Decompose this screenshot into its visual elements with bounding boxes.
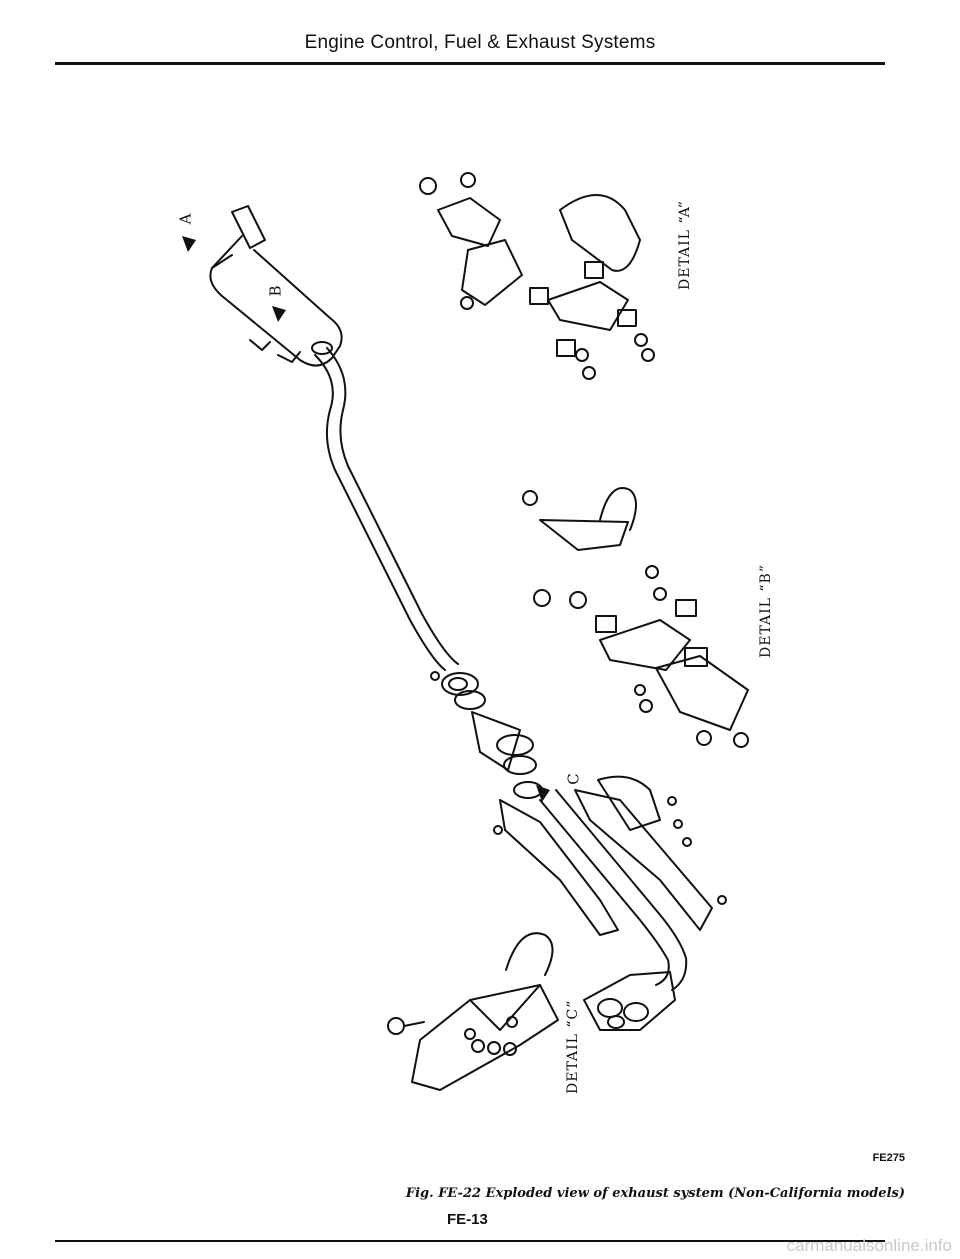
detail-a-hanger-parts xyxy=(419,172,655,380)
detail-b-hanger-parts xyxy=(522,487,749,748)
watermark: carmanualsonline.info xyxy=(786,1236,952,1255)
marker-b-label: B xyxy=(266,285,285,297)
footer-rule xyxy=(55,1240,885,1242)
figure-code: FE275 xyxy=(872,1152,905,1164)
front-pipe-and-heat-shield xyxy=(493,775,727,991)
arrow-b-icon xyxy=(272,306,286,322)
figure-caption: Fig. FE-22 Exploded view of exhaust syst… xyxy=(405,1186,905,1201)
page-header-title: Engine Control, Fuel & Exhaust Systems xyxy=(304,32,656,53)
marker-a-label: A xyxy=(176,213,195,225)
manifold-flange xyxy=(583,971,676,1031)
detail-c-hanger-parts xyxy=(387,932,559,1091)
center-section xyxy=(430,671,543,799)
arrow-c-icon xyxy=(536,785,550,802)
marker-c-label: C xyxy=(564,773,583,785)
detail-c-label: DETAIL “C” xyxy=(565,999,581,1094)
header-rule xyxy=(55,62,885,65)
detail-b-label: DETAIL “B” xyxy=(758,563,774,658)
detail-a-label: DETAIL “A” xyxy=(677,200,693,290)
arrow-a-icon xyxy=(182,236,196,252)
muffler xyxy=(209,205,343,367)
page-number: FE-13 xyxy=(447,1211,488,1228)
exhaust-pipe xyxy=(314,347,459,671)
